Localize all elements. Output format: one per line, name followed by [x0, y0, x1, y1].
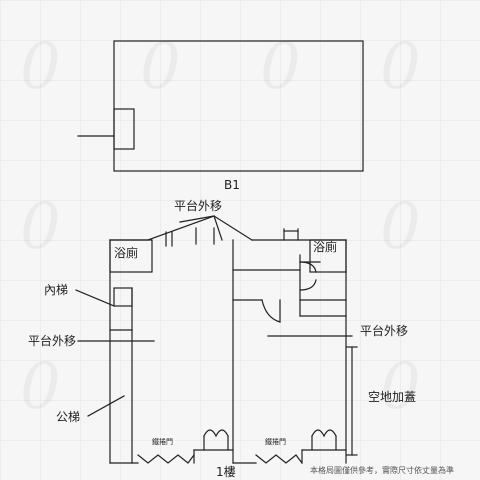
door-swing	[299, 279, 317, 291]
floor-label-1f: 1樓	[216, 465, 236, 479]
label-platform-right: 平台外移	[360, 324, 409, 338]
label-rolling-door-right: 鐵捲門	[265, 438, 286, 446]
door-arc	[203, 429, 229, 438]
floor-label-b1: B1	[224, 178, 240, 192]
public-stair-leader	[87, 395, 125, 417]
label-bath-right: 浴廁	[313, 240, 338, 254]
label-inner-stair: 內梯	[44, 283, 69, 297]
bath-right-outline	[309, 239, 347, 273]
rolling-door-right-zigzag	[255, 454, 303, 464]
label-open-space: 空地加蓋	[368, 390, 417, 404]
label-public-stair: 公梯	[56, 410, 81, 424]
f1-roof-line	[213, 215, 223, 241]
door-arc	[311, 429, 337, 438]
label-platform-left: 平台外移	[28, 334, 77, 348]
b1-outline	[113, 40, 364, 172]
inner-stair-leader	[75, 289, 115, 307]
door-swing	[261, 299, 281, 323]
door-swing	[299, 261, 317, 273]
b1-stair-box	[113, 108, 135, 150]
label-rolling-door-left: 鐵捲門	[152, 438, 173, 446]
rolling-door-left-zigzag	[137, 454, 195, 464]
footer-disclaimer: 本格局圖僅供參考，實際尺寸依丈量為準	[310, 466, 454, 475]
bath-left-outline	[109, 239, 153, 273]
label-platform-top: 平台外移	[174, 199, 223, 213]
f1-roof-peak	[147, 215, 253, 241]
label-bath-left: 浴廁	[114, 246, 139, 260]
f1-roof-line	[179, 215, 215, 223]
inner-stair-box	[113, 287, 133, 307]
